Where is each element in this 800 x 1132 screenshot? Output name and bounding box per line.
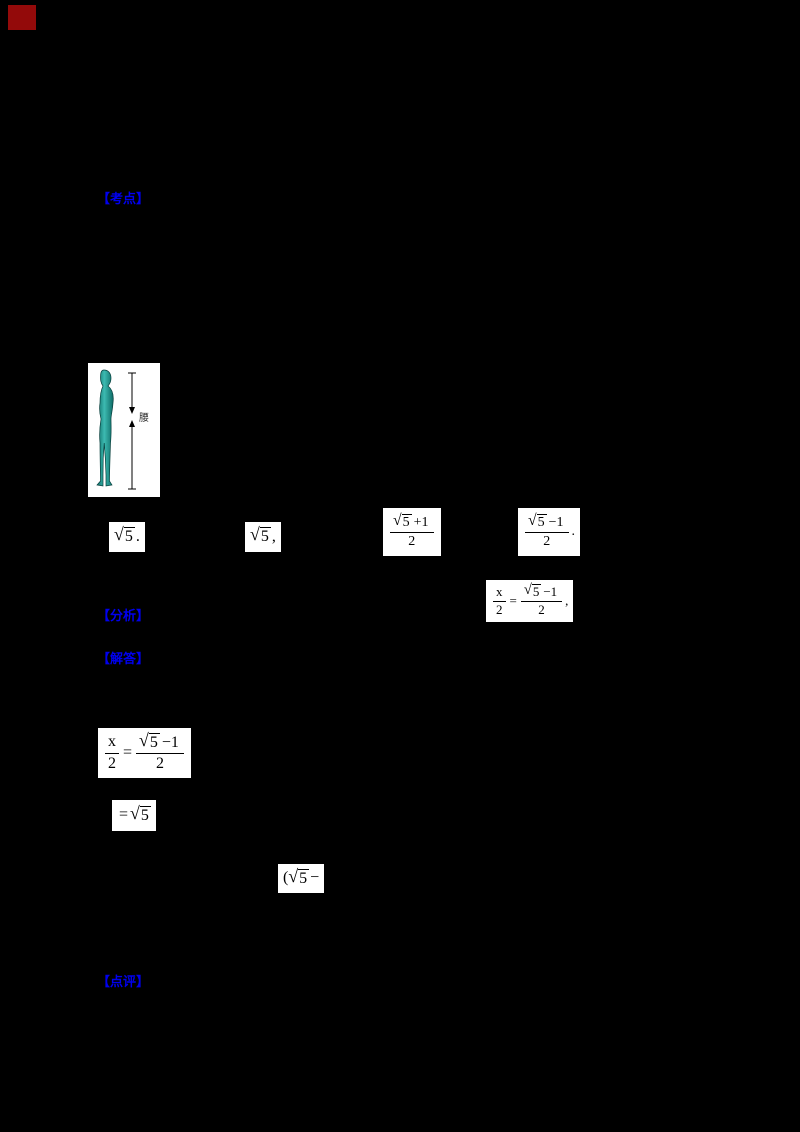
red-block [8, 5, 36, 30]
punctuation: . [135, 527, 140, 545]
sqrt-icon: √ [250, 524, 260, 545]
sqrt-icon: √ [288, 865, 299, 886]
radical: √ 5 [288, 865, 310, 888]
radicand: 5 [298, 868, 310, 887]
formula-option-a: √ 5 . [109, 522, 145, 552]
numerator: √ 5 +1 [390, 511, 434, 532]
fraction: √ 5 −1 2 [525, 511, 569, 550]
fraction: x 2 [493, 583, 506, 618]
sqrt-icon: √ [139, 729, 149, 750]
formula-equals-sqrt5: = √ 5 [112, 800, 156, 831]
radical: √ 5 [250, 524, 271, 546]
sqrt-icon: √ [393, 511, 402, 529]
punctuation: . [571, 523, 576, 539]
operator: −1 [543, 584, 558, 600]
section-label-jieda: 【解答】 [97, 651, 150, 666]
radicand: 5 [259, 527, 271, 546]
operator: −1 [548, 514, 564, 530]
section-label-dianping: 【点评】 [97, 974, 150, 989]
sqrt-icon: √ [130, 802, 140, 823]
arrow-up-icon [129, 420, 135, 427]
person-silhouette-icon [96, 369, 114, 487]
operator: +1 [413, 514, 429, 530]
radicand: 5 [401, 513, 412, 530]
denominator: 2 [520, 601, 563, 618]
equals-sign: = [119, 806, 129, 824]
person-figure: 腰 [88, 363, 160, 497]
arrow-down-icon [129, 407, 135, 414]
figure-background [88, 363, 160, 497]
denominator: 2 [136, 753, 184, 773]
formula-analysis-equation: x 2 = √ 5 −1 2 , [486, 580, 574, 622]
formula-option-c: √ 5 +1 2 [383, 508, 441, 556]
fraction: √ 5 −1 2 [136, 729, 184, 774]
radicand: 5 [123, 527, 135, 546]
punctuation: , [271, 527, 276, 545]
operator: −1 [161, 733, 179, 751]
denominator: 2 [105, 752, 119, 773]
measurement-arrow-icon [128, 372, 136, 490]
left-paren: ( [283, 869, 289, 887]
denominator: 2 [525, 532, 569, 550]
sqrt-icon: √ [114, 524, 124, 545]
numerator: √ 5 −1 [521, 582, 562, 601]
formula-paren-sqrt5: ( √ 5 − [278, 864, 325, 893]
radical: √ 5 [114, 524, 135, 546]
punctuation: , [565, 592, 569, 608]
denominator: 2 [493, 600, 506, 618]
fraction: √ 5 +1 2 [390, 511, 434, 550]
sqrt-icon: √ [523, 582, 532, 599]
radical: √ 5 [393, 511, 412, 531]
radical: √ 5 [528, 511, 547, 531]
numerator: x [496, 583, 503, 599]
fraction: √ 5 −1 2 [520, 582, 563, 618]
equals-sign: = [123, 743, 133, 761]
formula-option-d: √ 5 −1 2 . [518, 508, 581, 556]
equals-sign: = [509, 592, 517, 608]
formula-option-b: √ 5 , [245, 522, 281, 552]
operator: − [310, 869, 320, 887]
person-figure-svg: 腰 [88, 363, 160, 497]
radicand: 5 [148, 732, 160, 751]
numerator: √ 5 −1 [525, 511, 569, 532]
formula-solution-equation: x 2 = √ 5 −1 2 [98, 728, 191, 778]
numerator: √ 5 −1 [136, 729, 184, 753]
numerator: x [108, 733, 116, 751]
section-label-fenxi: 【分析】 [97, 608, 150, 623]
radical: √ 5 [130, 802, 151, 825]
sqrt-icon: √ [528, 511, 537, 529]
radicand: 5 [536, 513, 547, 530]
section-label-kaodian: 【考点】 [97, 191, 150, 206]
radical: √ 5 [139, 729, 160, 752]
waist-label: 腰 [139, 412, 149, 424]
denominator: 2 [390, 532, 434, 550]
radicand: 5 [139, 805, 151, 824]
radicand: 5 [531, 584, 542, 600]
radical: √ 5 [523, 582, 542, 600]
fraction: x 2 [105, 733, 119, 773]
